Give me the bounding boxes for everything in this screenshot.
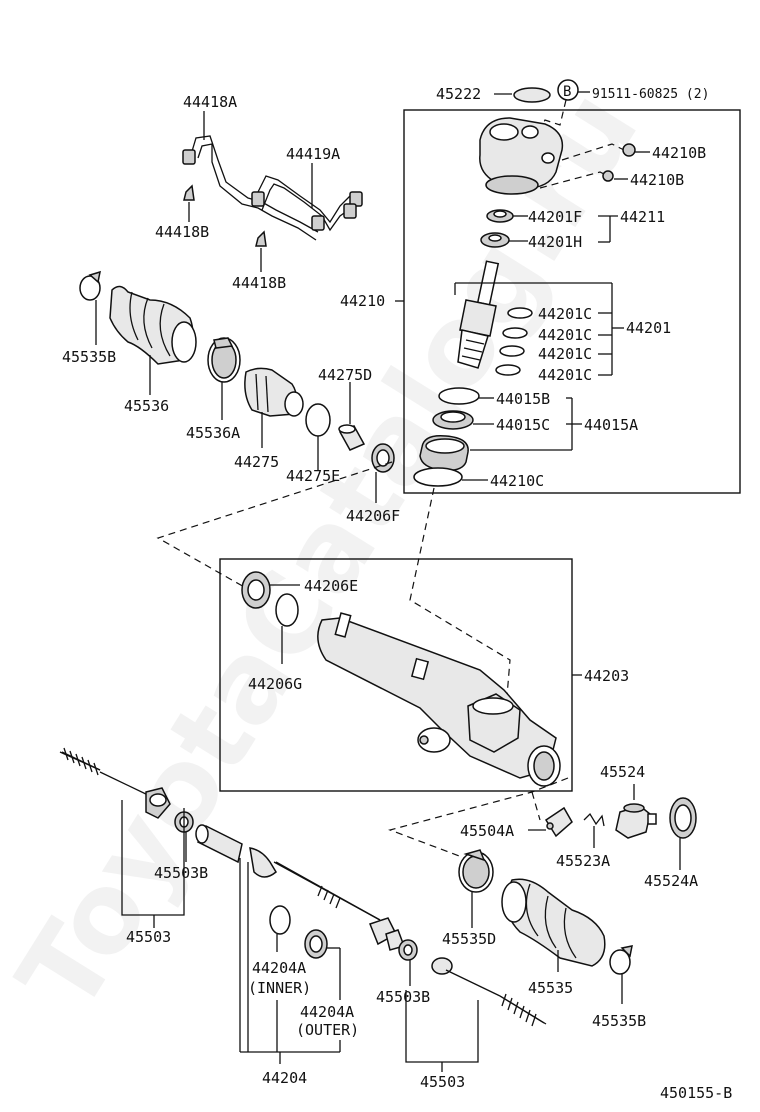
steering-rack-part bbox=[195, 824, 405, 951]
figure-code: 450155-B bbox=[660, 1084, 732, 1102]
part-label-44204: 44204 bbox=[262, 1069, 307, 1087]
part-label-44210b: 44210B bbox=[652, 144, 706, 162]
part-label-44201c: 44201C bbox=[538, 345, 592, 363]
part-label-45504a: 45504A bbox=[460, 822, 514, 840]
boot-clamp-part bbox=[458, 849, 494, 893]
boot-clip-part bbox=[79, 270, 101, 301]
part-label-44015b: 44015B bbox=[496, 390, 550, 408]
union-seat-part bbox=[255, 230, 267, 247]
part-label-44201f: 44201F bbox=[528, 208, 582, 226]
part-label-44203: 44203 bbox=[584, 667, 629, 685]
part-label-44206f: 44206F bbox=[346, 507, 400, 525]
tie-rod-end-part bbox=[431, 957, 547, 1027]
part-label-44275: 44275 bbox=[234, 453, 279, 471]
dust-cap-part bbox=[513, 87, 551, 103]
rack-housing-part bbox=[317, 612, 561, 787]
union-seat-part bbox=[622, 143, 636, 157]
assembly-guide-line bbox=[531, 791, 541, 821]
part-label-44201c: 44201C bbox=[538, 326, 592, 344]
part-label-44201: 44201 bbox=[626, 319, 671, 337]
part-label-44206g: 44206G bbox=[248, 675, 302, 693]
part-label-45503: 45503 bbox=[126, 928, 171, 946]
callout-circle-b: B bbox=[563, 84, 571, 100]
part-label-44201h: 44201H bbox=[528, 233, 582, 251]
part-label-44275e: 44275E bbox=[286, 467, 340, 485]
rack-boot-part bbox=[109, 285, 197, 365]
part-label-45503b: 45503B bbox=[154, 864, 208, 882]
part-label-44015a: 44015A bbox=[584, 416, 638, 434]
part-label-44206e: 44206E bbox=[304, 577, 358, 595]
teflon-ring-part bbox=[495, 364, 521, 376]
union-seat-part bbox=[602, 170, 614, 182]
bolt-reference-circle bbox=[557, 79, 579, 101]
o-ring-part bbox=[305, 403, 331, 437]
part-label-45536: 45536 bbox=[124, 397, 169, 415]
teflon-ring-part bbox=[499, 345, 525, 357]
rack-bushing-part bbox=[244, 367, 304, 417]
part-label-44210c: 44210C bbox=[490, 472, 544, 490]
valve-housing-part bbox=[479, 117, 564, 195]
claw-washer-part bbox=[398, 939, 418, 961]
pressure-tube-part bbox=[182, 135, 363, 241]
part-label-44204a-inner: 44204A bbox=[252, 959, 306, 977]
control-valve-shaft-part bbox=[457, 260, 500, 369]
o-ring-part bbox=[275, 593, 299, 627]
rack-boot-part bbox=[501, 878, 606, 967]
part-label-44275d: 44275D bbox=[318, 366, 372, 384]
tie-rod-end-part bbox=[59, 747, 171, 819]
part-label-44210b: 44210B bbox=[630, 171, 684, 189]
part-label-44201c: 44201C bbox=[538, 366, 592, 384]
assembly-guide-line bbox=[156, 461, 393, 589]
part-label-44201c: 44201C bbox=[538, 305, 592, 323]
part-label-45524a: 45524A bbox=[644, 872, 698, 890]
boot-clamp-part bbox=[207, 337, 241, 383]
part-label-44210: 44210 bbox=[340, 292, 385, 310]
teflon-ring-part bbox=[507, 307, 533, 319]
rack-end-cap-part bbox=[544, 806, 573, 838]
part-label-45535b: 45535B bbox=[62, 348, 116, 366]
teflon-ring-part bbox=[502, 327, 528, 339]
part-label-45535d: 45535D bbox=[442, 930, 496, 948]
assembly-guide-line bbox=[409, 487, 511, 709]
part-label-45524: 45524 bbox=[600, 763, 645, 781]
part-label-44418b: 44418B bbox=[232, 274, 286, 292]
o-ring-part bbox=[269, 905, 291, 935]
part-label-44419a: 44419A bbox=[286, 145, 340, 163]
part-label-44015c: 44015C bbox=[496, 416, 550, 434]
part-label-44204a-outer: 44204A bbox=[300, 1003, 354, 1021]
part-label-45523a: 45523A bbox=[556, 852, 610, 870]
o-ring-part bbox=[438, 387, 480, 405]
boot-clip-part bbox=[609, 945, 633, 975]
part-label-45503: 45503 bbox=[420, 1073, 465, 1091]
o-ring-part bbox=[413, 467, 463, 487]
part-label-45222: 45222 bbox=[436, 85, 481, 103]
part-label-45536a: 45536A bbox=[186, 424, 240, 442]
union-seat-part bbox=[183, 184, 195, 201]
part-label-91511-60825: 91511-60825 (2) bbox=[592, 87, 709, 102]
part-label-44418b: 44418B bbox=[155, 223, 209, 241]
assembly-guide-line bbox=[388, 777, 569, 861]
part-label-44204a-inner-note: (INNER) bbox=[248, 979, 311, 997]
rack-guide-spring-cap-part bbox=[615, 803, 657, 839]
rack-guide-part bbox=[338, 424, 366, 451]
part-label-44418a: 44418A bbox=[183, 93, 237, 111]
part-label-45503b: 45503B bbox=[376, 988, 430, 1006]
part-label-45535b: 45535B bbox=[592, 1012, 646, 1030]
part-label-45535: 45535 bbox=[528, 979, 573, 997]
part-label-44211: 44211 bbox=[620, 208, 665, 226]
compression-spring-part bbox=[583, 812, 605, 848]
part-label-44204a-outer-note: (OUTER) bbox=[296, 1021, 359, 1039]
